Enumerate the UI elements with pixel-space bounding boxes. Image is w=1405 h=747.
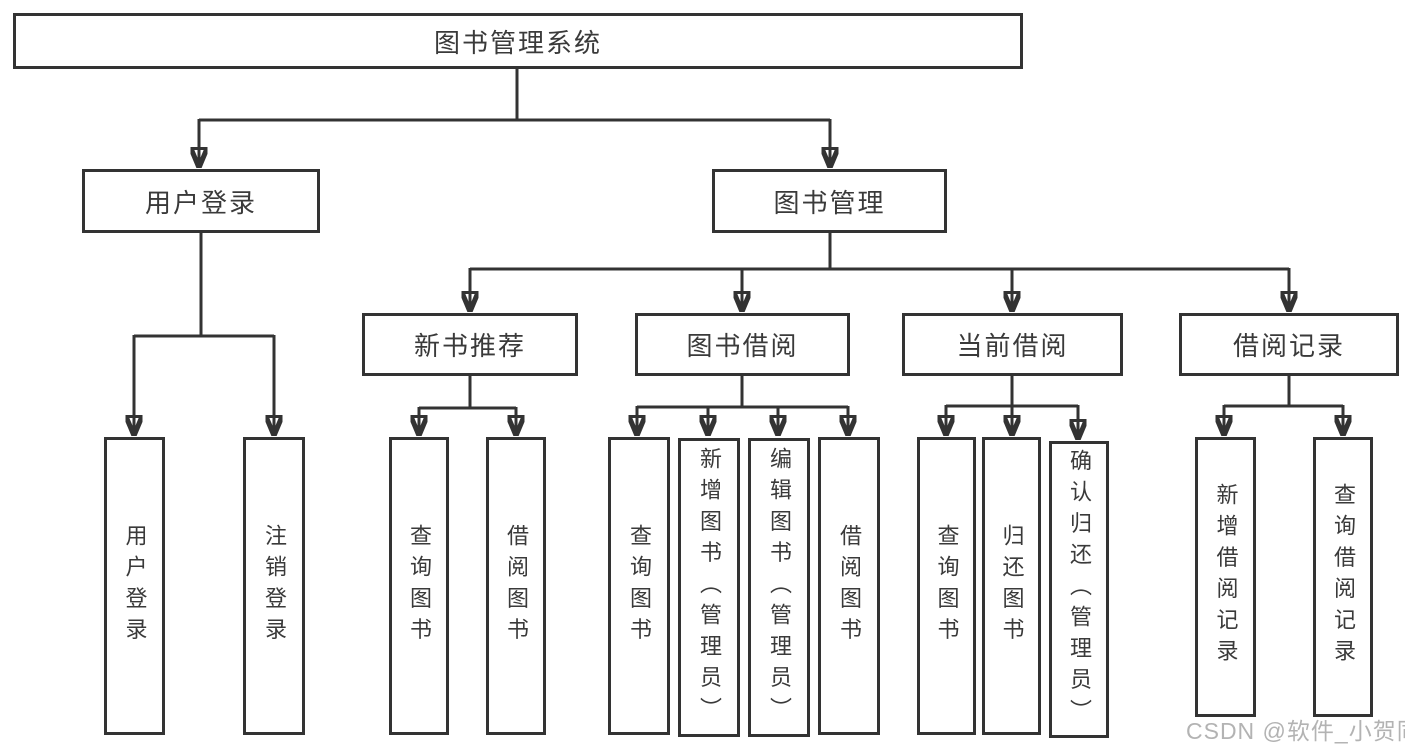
node-user-login: 用户登录 (82, 169, 320, 233)
leaf-logout: 注销登录 (243, 437, 305, 735)
leaf-confirm-return-admin: 确认归还（管理员） (1049, 441, 1109, 738)
leaf-query-books-current: 查询图书 (917, 437, 976, 735)
watermark: CSDN @软件_小贺同学 (1186, 718, 1405, 744)
leaf-borrow-books: 借阅图书 (818, 437, 880, 735)
leaf-return-books: 归还图书 (982, 437, 1041, 735)
node-current-borrow: 当前借阅 (902, 313, 1123, 376)
node-book-management: 图书管理 (712, 169, 947, 233)
node-library-system: 图书管理系统 (13, 13, 1023, 69)
node-book-borrow: 图书借阅 (635, 313, 850, 376)
node-borrow-records: 借阅记录 (1179, 313, 1399, 376)
leaf-borrow-books-recommend: 借阅图书 (486, 437, 546, 735)
leaf-query-books-borrow: 查询图书 (608, 437, 670, 735)
node-new-book-recommend: 新书推荐 (362, 313, 578, 376)
leaf-query-borrow-record: 查询借阅记录 (1313, 437, 1373, 717)
leaf-edit-books-admin: 编辑图书（管理员） (748, 438, 810, 737)
leaf-add-borrow-record: 新增借阅记录 (1195, 437, 1256, 717)
leaf-query-books-recommend: 查询图书 (389, 437, 449, 735)
leaf-add-books-admin: 新增图书（管理员） (678, 438, 740, 737)
leaf-user-login: 用户登录 (104, 437, 165, 735)
